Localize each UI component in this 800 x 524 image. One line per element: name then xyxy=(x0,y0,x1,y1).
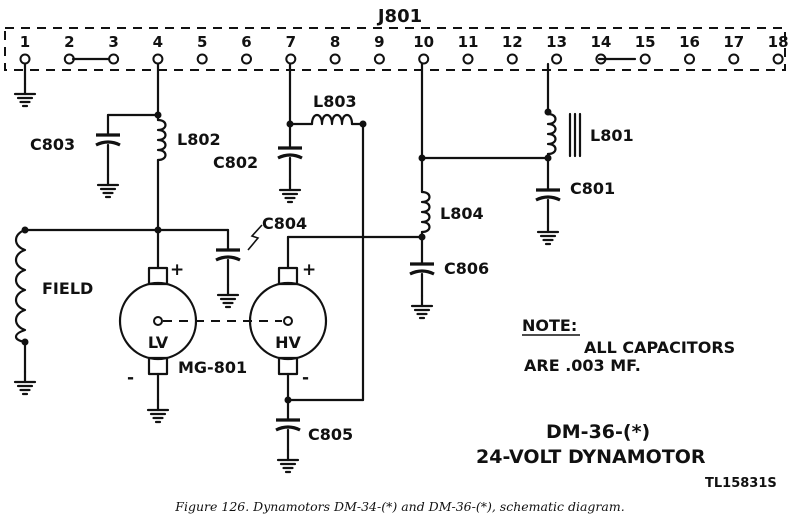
note-line-2: ARE .003 MF. xyxy=(524,356,641,375)
pin-number-18: 18 xyxy=(768,33,789,51)
note-line-1: ALL CAPACITORS xyxy=(584,338,735,357)
pin4-branch xyxy=(21,62,263,309)
capacitor-c803 xyxy=(94,133,122,199)
inductor-l801 xyxy=(546,112,582,158)
pin-number-2: 2 xyxy=(64,33,74,51)
connector-title: J801 xyxy=(376,6,422,27)
capacitor-c806 xyxy=(408,262,436,320)
pin-terminal-1 xyxy=(19,53,31,65)
pin-number-12: 12 xyxy=(502,33,523,51)
pin-terminal-17 xyxy=(728,53,740,65)
pin-terminal-10 xyxy=(418,53,430,65)
capacitor-c805 xyxy=(274,418,302,474)
hv-plus-sign: + xyxy=(302,260,316,280)
pin-terminal-13 xyxy=(551,53,563,65)
pin-terminal-12 xyxy=(506,53,518,65)
field-winding xyxy=(13,228,37,396)
pin-number-7: 7 xyxy=(286,33,296,51)
pin-number-16: 16 xyxy=(679,33,700,51)
label-l804: L804 xyxy=(440,204,484,223)
pin-number-8: 8 xyxy=(330,33,340,51)
label-c802: C802 xyxy=(213,153,258,172)
label-c801: C801 xyxy=(570,179,615,198)
pin-number-11: 11 xyxy=(458,33,479,51)
label-hv: HV xyxy=(275,333,301,352)
label-l801: L801 xyxy=(590,126,634,145)
pin-number-14: 14 xyxy=(590,33,611,51)
inductor-l804 xyxy=(420,190,431,234)
lv-plus-sign: + xyxy=(170,260,184,280)
pin-number-3: 3 xyxy=(108,33,118,51)
label-c804: C804 xyxy=(262,214,307,233)
pin-terminal-5 xyxy=(196,53,208,65)
label-l803: L803 xyxy=(313,92,357,111)
label-lv: LV xyxy=(148,333,169,352)
capacitor-c804 xyxy=(214,224,263,309)
label-c803: C803 xyxy=(30,135,75,154)
pin-terminal-7 xyxy=(285,53,297,65)
pin13-branch xyxy=(534,62,582,246)
pin-number-17: 17 xyxy=(723,33,744,51)
pin-terminal-6 xyxy=(241,53,252,65)
capacitor-c802 xyxy=(276,146,304,204)
inductor-l803 xyxy=(310,113,354,126)
inductor-l802 xyxy=(156,113,167,232)
pin1-ground xyxy=(13,62,37,108)
note-heading: NOTE: xyxy=(522,316,577,335)
note-block: NOTE: ALL CAPACITORS ARE .003 MF. xyxy=(522,316,735,375)
pin-terminal-3 xyxy=(108,53,120,65)
pin-number-1: 1 xyxy=(20,33,30,51)
pin-number-13: 13 xyxy=(546,33,567,51)
model-title: DM-36-(*) xyxy=(546,421,650,443)
pin-terminal-4 xyxy=(152,53,164,65)
pin-number-15: 15 xyxy=(635,33,656,51)
title-block: DM-36-(*) 24-VOLT DYNAMOTOR TL15831S xyxy=(476,421,777,491)
pin-number-6: 6 xyxy=(241,33,251,51)
lv-minus-sign: - xyxy=(127,368,134,388)
model-description: 24-VOLT DYNAMOTOR xyxy=(476,446,706,468)
pin-terminal-11 xyxy=(462,53,474,65)
pin10-branch xyxy=(408,62,550,320)
label-field: FIELD xyxy=(42,279,93,298)
pin-number-10: 10 xyxy=(413,33,434,51)
pin-number-4: 4 xyxy=(153,33,163,51)
pin-number-9: 9 xyxy=(374,33,384,51)
pin-terminal-8 xyxy=(329,53,341,65)
pin-terminal-16 xyxy=(684,53,695,65)
label-c805: C805 xyxy=(308,425,353,444)
pin-number-5: 5 xyxy=(197,33,207,51)
label-mg801: MG-801 xyxy=(178,358,247,377)
pin7-branch xyxy=(276,62,367,204)
pin-terminal-15 xyxy=(639,53,651,65)
leader-c804 xyxy=(247,224,263,251)
label-l802: L802 xyxy=(177,130,221,149)
figure-caption: Figure 126. Dynamotors DM-34-(*) and DM-… xyxy=(174,499,624,514)
capacitor-c801 xyxy=(534,188,562,246)
hv-minus-sign: - xyxy=(302,368,309,388)
label-c806: C806 xyxy=(444,259,489,278)
connector-outline xyxy=(4,27,786,71)
drawing-number: TL15831S xyxy=(705,476,777,491)
motor-hv xyxy=(248,122,424,474)
pin-terminal-18 xyxy=(772,53,784,65)
pin-terminal-9 xyxy=(373,53,385,65)
